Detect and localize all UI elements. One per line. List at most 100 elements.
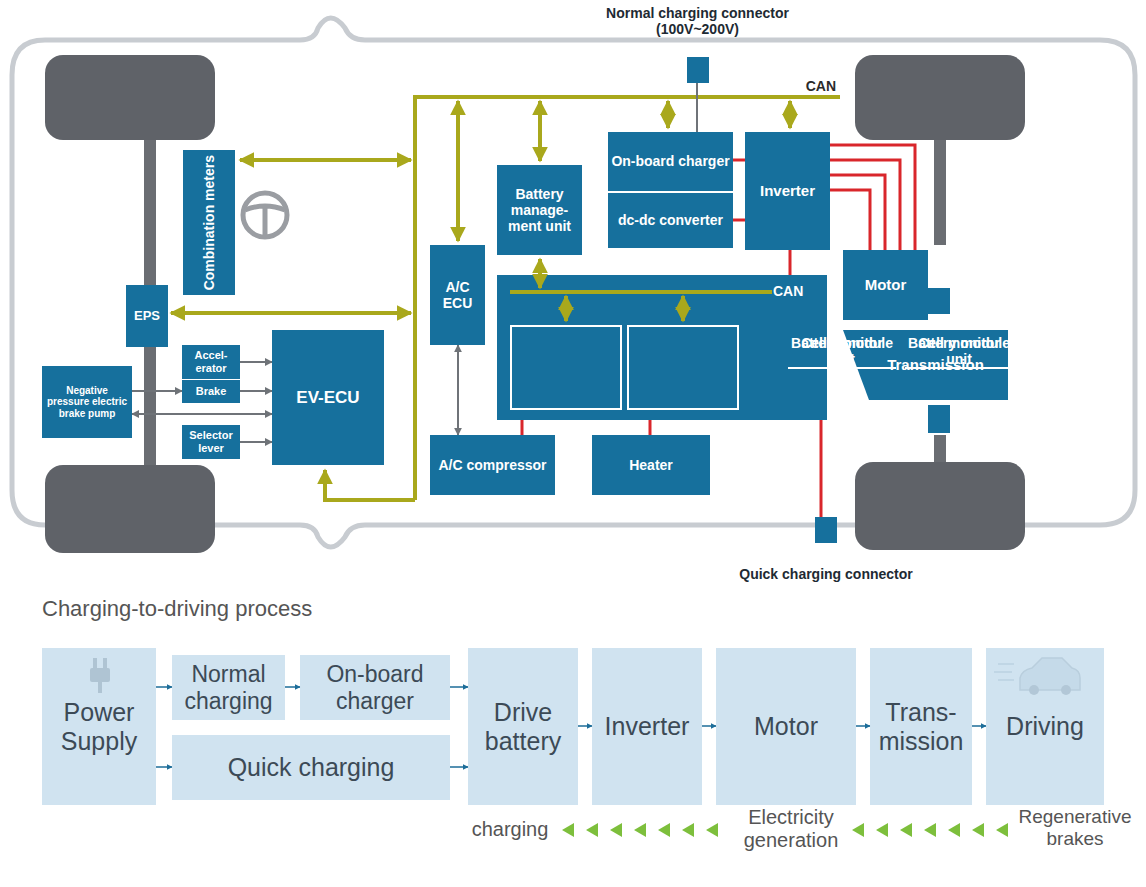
- component-box: Brake: [182, 380, 240, 403]
- steering-wheel: [243, 193, 287, 237]
- component-box: Battery manage-ment unit: [497, 165, 582, 255]
- regeneration-arrow: [948, 823, 960, 837]
- component-box: Heater: [592, 435, 710, 495]
- regeneration-arrow: [658, 823, 670, 837]
- step-label: Inverter: [605, 712, 690, 741]
- step-label: Driving: [1006, 712, 1084, 741]
- flow-arrow: [972, 725, 986, 727]
- shaft-joint: [928, 288, 950, 314]
- flow-arrow: [856, 725, 870, 727]
- component-label: Battery manage-ment unit: [499, 186, 580, 234]
- shaft-joint: [928, 405, 950, 433]
- flow-arrow: [450, 686, 468, 688]
- flow-note: charging: [462, 818, 558, 841]
- component-label: EV-ECU: [296, 388, 359, 408]
- component-box: A/C ECU: [430, 245, 485, 345]
- process-step: Drive battery: [468, 648, 578, 805]
- connector-port: [687, 57, 709, 83]
- process-step: Quick charging: [172, 735, 450, 800]
- component-box: EPS: [126, 285, 168, 347]
- step-label: On-board charger: [304, 661, 446, 714]
- flow-arrow: [578, 725, 592, 727]
- component-label: Battery module: [788, 335, 896, 351]
- component-label: Negative pressure electric brake pump: [44, 385, 130, 420]
- process-step: Trans-mission: [870, 648, 972, 805]
- signal-arrow: [132, 413, 272, 415]
- component-box: Selector lever: [182, 425, 240, 459]
- process-step: Driving: [986, 648, 1104, 805]
- power-line: [830, 160, 900, 250]
- regeneration-arrow: [852, 823, 864, 837]
- component-label: Heater: [629, 457, 673, 473]
- charging-connector: Normal charging connector (100V~200V): [590, 5, 805, 83]
- regeneration-arrow: [996, 823, 1008, 837]
- process-step: On-board charger: [300, 655, 450, 720]
- power-line: [789, 250, 792, 275]
- bus-label: CAN: [780, 78, 836, 94]
- regeneration-arrow: [876, 823, 888, 837]
- battery-module-group: Cell monitor unitBattery module: [510, 325, 622, 410]
- signal-arrow: [240, 390, 272, 392]
- component-label: EPS: [134, 309, 160, 324]
- charging-connector: Quick charging connector: [736, 517, 916, 582]
- regeneration-arrow: [900, 823, 912, 837]
- can-bus: [171, 97, 840, 500]
- section-heading: Charging-to-driving process: [42, 596, 462, 621]
- power-line: [830, 145, 915, 250]
- regeneration-arrow: [682, 823, 694, 837]
- transmission-shape: [843, 330, 1008, 400]
- component-label: Battery module: [905, 335, 1013, 351]
- battery-pack: CAN Cell monitor unitBattery moduleCell m…: [497, 275, 827, 420]
- component-label: Combination meters: [201, 155, 217, 290]
- component-label: Accel-erator: [184, 349, 238, 374]
- component-box: Inverter: [745, 132, 830, 250]
- component-box: Negative pressure electric brake pump: [42, 366, 132, 438]
- step-label: Quick charging: [228, 753, 395, 782]
- process-step: Motor: [716, 648, 856, 805]
- power-line: [521, 420, 524, 435]
- flow-arrow: [156, 766, 172, 768]
- can-bus: [510, 259, 772, 321]
- power-line: [830, 175, 885, 250]
- step-label: Drive battery: [472, 698, 574, 756]
- power-line: [820, 420, 823, 517]
- step-label: Trans-mission: [874, 698, 968, 756]
- step-label: Normal charging: [176, 661, 281, 714]
- flow-note: Electricity generation: [735, 806, 847, 852]
- component-label: Brake: [196, 385, 227, 398]
- component-label: Normal charging connector (100V~200V): [590, 5, 805, 37]
- component-label: dc-dc converter: [618, 212, 723, 228]
- component-label: Selector lever: [184, 429, 238, 454]
- component-label: CAN: [773, 283, 803, 299]
- wheel: [45, 465, 215, 553]
- component-label: Inverter: [760, 182, 815, 199]
- power-line: [649, 420, 652, 435]
- regeneration-arrow: [924, 823, 936, 837]
- signal-arrow: [240, 361, 272, 363]
- wheel: [45, 55, 215, 140]
- process-step: Inverter: [592, 648, 702, 805]
- regeneration-arrow: [610, 823, 622, 837]
- power-line: [733, 159, 745, 162]
- power-line: [733, 219, 745, 222]
- component-box: Combination meters: [183, 150, 235, 295]
- signal-arrow: [132, 390, 182, 392]
- rear-axle: [934, 135, 946, 245]
- flow-arrow: [702, 725, 716, 727]
- signal-arrow: [240, 441, 272, 443]
- battery-module-group: Cell monitor unitBattery module: [627, 325, 739, 410]
- flow-arrow: [285, 686, 300, 688]
- component-label: Quick charging connector: [739, 566, 912, 582]
- component-label: A/C compressor: [438, 457, 546, 473]
- component-box: dc-dc converter: [608, 193, 733, 248]
- wheel: [855, 55, 1025, 140]
- step-label: Motor: [754, 712, 818, 741]
- component-label: On-board charger: [611, 153, 729, 169]
- flow-arrow: [156, 686, 172, 688]
- signal-arrow: [696, 83, 698, 132]
- process-step: Power Supply: [42, 648, 156, 805]
- connector-port: [815, 517, 837, 543]
- flow-note: Regenerative brakes: [1010, 806, 1140, 850]
- signal-arrow: [457, 345, 459, 435]
